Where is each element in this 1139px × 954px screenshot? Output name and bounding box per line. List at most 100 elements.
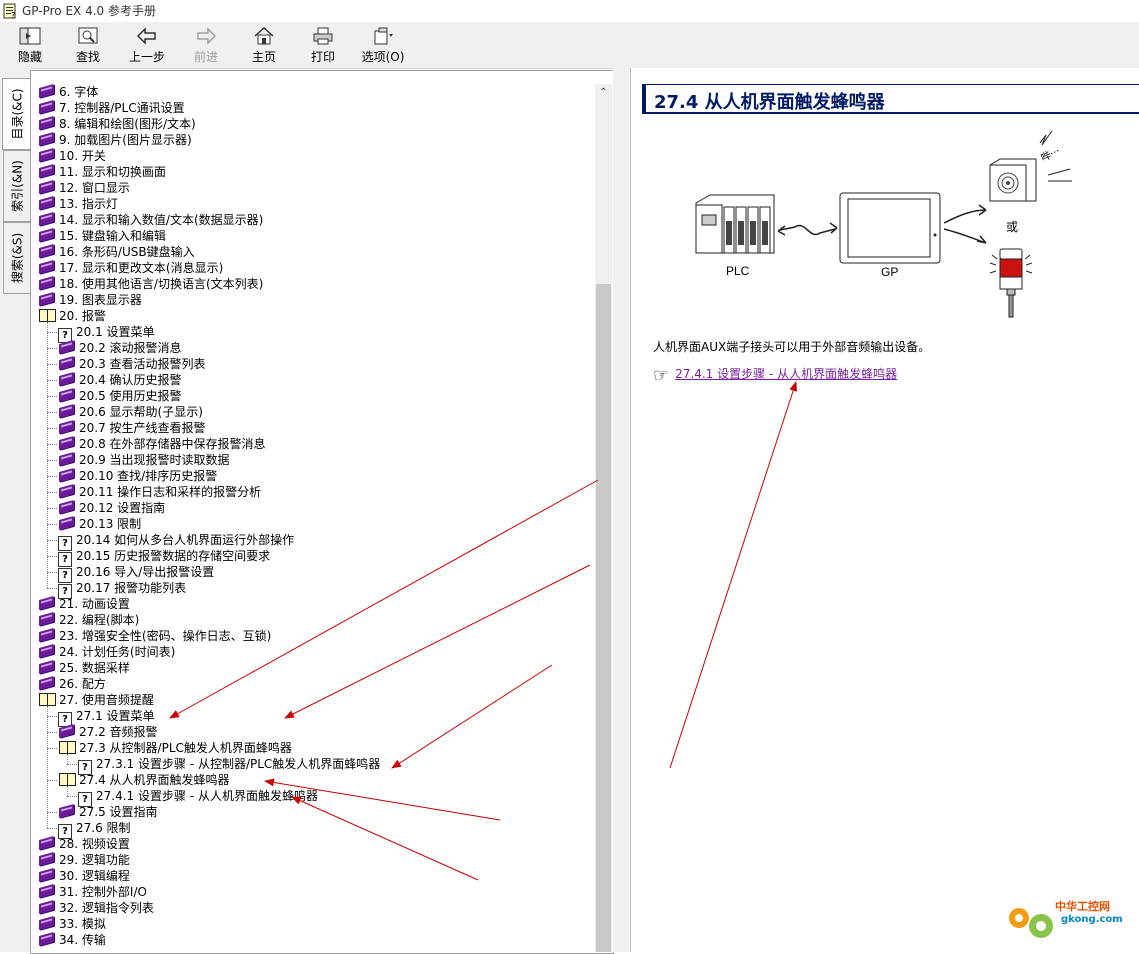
forward-label: 前进	[193, 50, 218, 64]
home-button[interactable]: 主页	[236, 24, 292, 66]
tree-item[interactable]: 27.5 设置指南	[58, 804, 158, 820]
closed-book-icon	[38, 100, 56, 114]
tree-item[interactable]: 13. 指示灯	[38, 196, 118, 212]
tree-item[interactable]: 20.12 设置指南	[58, 500, 165, 516]
tree-item[interactable]: 16. 条形码/USB键盘输入	[38, 244, 195, 260]
closed-book-icon	[38, 628, 56, 642]
tree-item[interactable]: 20. 报警	[38, 308, 106, 324]
tree-item[interactable]: 6. 字体	[38, 84, 98, 100]
scroll-up-arrow-icon[interactable]: ⌃	[599, 87, 608, 98]
tree-item[interactable]: 28. 视频设置	[38, 836, 130, 852]
closed-book-icon	[38, 132, 56, 146]
tree-item[interactable]: ?27.6 限制	[58, 820, 131, 839]
tree-item[interactable]: 20.4 确认历史报警	[58, 372, 182, 388]
closed-book-icon	[38, 164, 56, 178]
tree-item[interactable]: 12. 窗口显示	[38, 180, 130, 196]
open-book-icon	[58, 772, 76, 786]
tree-item[interactable]: ?20.16 导入/导出报警设置	[58, 564, 214, 583]
print-button[interactable]: 打印	[295, 24, 351, 66]
closed-book-icon	[38, 260, 56, 274]
tree-item[interactable]: 15. 键盘输入和编辑	[38, 228, 166, 244]
closed-book-icon	[38, 884, 56, 898]
tree-item[interactable]: 22. 编程(脚本)	[38, 612, 139, 628]
tree-item[interactable]: 27. 使用音频提醒	[38, 692, 154, 708]
tree-item[interactable]: ?20.14 如何从多台人机界面运行外部操作	[58, 532, 294, 551]
tree-connector	[47, 716, 57, 717]
tree-item[interactable]: 14. 显示和输入数值/文本(数据显示器)	[38, 212, 263, 228]
tree-item[interactable]: 27.4 从人机界面触发蜂鸣器	[58, 772, 230, 788]
tree-item[interactable]: 20.2 滚动报警消息	[58, 340, 182, 356]
home-icon	[254, 26, 274, 45]
tree-item[interactable]: 34. 传输	[38, 932, 106, 948]
tree-item[interactable]: 19. 图表显示器	[38, 292, 142, 308]
tree-item[interactable]: 20.5 使用历史报警	[58, 388, 182, 404]
tree-item[interactable]: 20.9 当出现报警时读取数据	[58, 452, 230, 468]
tab-contents[interactable]: 目录(&C)	[2, 78, 31, 150]
help-page-icon: ?	[58, 536, 72, 551]
help-page-icon: ?	[58, 824, 72, 839]
back-button[interactable]: 上一步	[118, 24, 176, 66]
tree-connector	[47, 492, 57, 493]
tree-item[interactable]: 20.11 操作日志和采样的报警分析	[58, 484, 261, 500]
tree-item[interactable]: ?27.3.1 设置步骤 - 从控制器/PLC触发人机界面蜂鸣器	[78, 756, 380, 775]
tree-item[interactable]: 7. 控制器/PLC通讯设置	[38, 100, 185, 116]
closed-book-icon	[58, 404, 76, 418]
tree-item[interactable]: ?20.1 设置菜单	[58, 324, 155, 343]
tree-item[interactable]: 23. 增强安全性(密码、操作日志、互锁)	[38, 628, 271, 644]
tree-item[interactable]: 20.7 按生产线查看报警	[58, 420, 206, 436]
tree-item[interactable]: 31. 控制外部I/O	[38, 884, 147, 900]
tree-item[interactable]: 27.2 音频报警	[58, 724, 158, 740]
tree-item[interactable]: 20.10 查找/排序历史报警	[58, 468, 217, 484]
tree-item[interactable]: ?20.15 历史报警数据的存储空间要求	[58, 548, 270, 567]
tree-item[interactable]: 27.3 从控制器/PLC触发人机界面蜂鸣器	[58, 740, 292, 756]
tree-item-label: 17. 显示和更改文本(消息显示)	[59, 261, 224, 275]
tree-item-label: 30. 逻辑编程	[59, 869, 130, 883]
tree-item[interactable]: 10. 开关	[38, 148, 106, 164]
tree-item[interactable]: ?27.4.1 设置步骤 - 从人机界面触发蜂鸣器	[78, 788, 318, 807]
tree-item[interactable]: 29. 逻辑功能	[38, 852, 130, 868]
options-button[interactable]: 选项(O)	[354, 24, 412, 66]
tree-item[interactable]: 20.13 限制	[58, 516, 141, 532]
tree-item[interactable]: 25. 数据采样	[38, 660, 130, 676]
tree-item-label: 20.17 报警功能列表	[76, 581, 187, 595]
tree-item[interactable]: 18. 使用其他语言/切换语言(文本列表)	[38, 276, 263, 292]
forward-button[interactable]: 前进	[178, 24, 234, 66]
tree-item[interactable]: 26. 配方	[38, 676, 106, 692]
tree-item-label: 27.2 音频报警	[79, 725, 158, 739]
tree-item[interactable]: 30. 逻辑编程	[38, 868, 130, 884]
tab-search[interactable]: 搜索(&S)	[3, 222, 30, 294]
tree-connector	[67, 796, 77, 797]
tree-scrollbar-thumb[interactable]	[596, 284, 611, 952]
help-page-icon: ?	[58, 568, 72, 583]
tree-item[interactable]: 24. 计划任务(时间表)	[38, 644, 175, 660]
pane-splitter[interactable]	[613, 68, 629, 952]
tree-item[interactable]: 20.8 在外部存储器中保存报警消息	[58, 436, 266, 452]
tree-item[interactable]: ? 20.17 报警功能列表	[58, 580, 187, 599]
svg-text:?: ?	[11, 11, 15, 19]
help-page-icon: ?	[58, 584, 72, 599]
tree-item[interactable]: 20.3 查看活动报警列表	[58, 356, 206, 372]
tree-item-label: 26. 配方	[59, 677, 106, 691]
help-page-icon: ?	[58, 552, 72, 567]
tree-item[interactable]: 9. 加载图片(图片显示器)	[38, 132, 192, 148]
tree-item-label: 24. 计划任务(时间表)	[59, 645, 176, 659]
tree-item[interactable]: ?27.1 设置菜单	[58, 708, 155, 727]
closed-book-icon	[58, 468, 76, 482]
tab-index[interactable]: 索引(&N)	[3, 150, 30, 222]
tree-item[interactable]: 8. 编辑和绘图(图形/文本)	[38, 116, 196, 132]
setup-steps-link[interactable]: 27.4.1 设置步骤 - 从人机界面触发蜂鸣器	[675, 367, 898, 381]
tree-item[interactable]: 33. 模拟	[38, 916, 106, 932]
tree-connector	[47, 380, 57, 381]
tree-item[interactable]: 32. 逻辑指令列表	[38, 900, 154, 916]
open-book-icon	[38, 692, 56, 706]
tree-connector	[47, 412, 57, 413]
tree-item[interactable]: 20.6 显示帮助(子显示)	[58, 404, 203, 420]
tree-connector	[47, 556, 57, 557]
tree-item[interactable]: 17. 显示和更改文本(消息显示)	[38, 260, 223, 276]
hide-button[interactable]: 隐藏	[2, 24, 58, 66]
tree-item[interactable]: 11. 显示和切换画面	[38, 164, 166, 180]
tree-item[interactable]: 21. 动画设置	[38, 596, 130, 612]
find-button[interactable]: 查找	[60, 24, 116, 66]
buzzer-speaker-icon	[989, 130, 1072, 202]
closed-book-icon	[38, 916, 56, 930]
